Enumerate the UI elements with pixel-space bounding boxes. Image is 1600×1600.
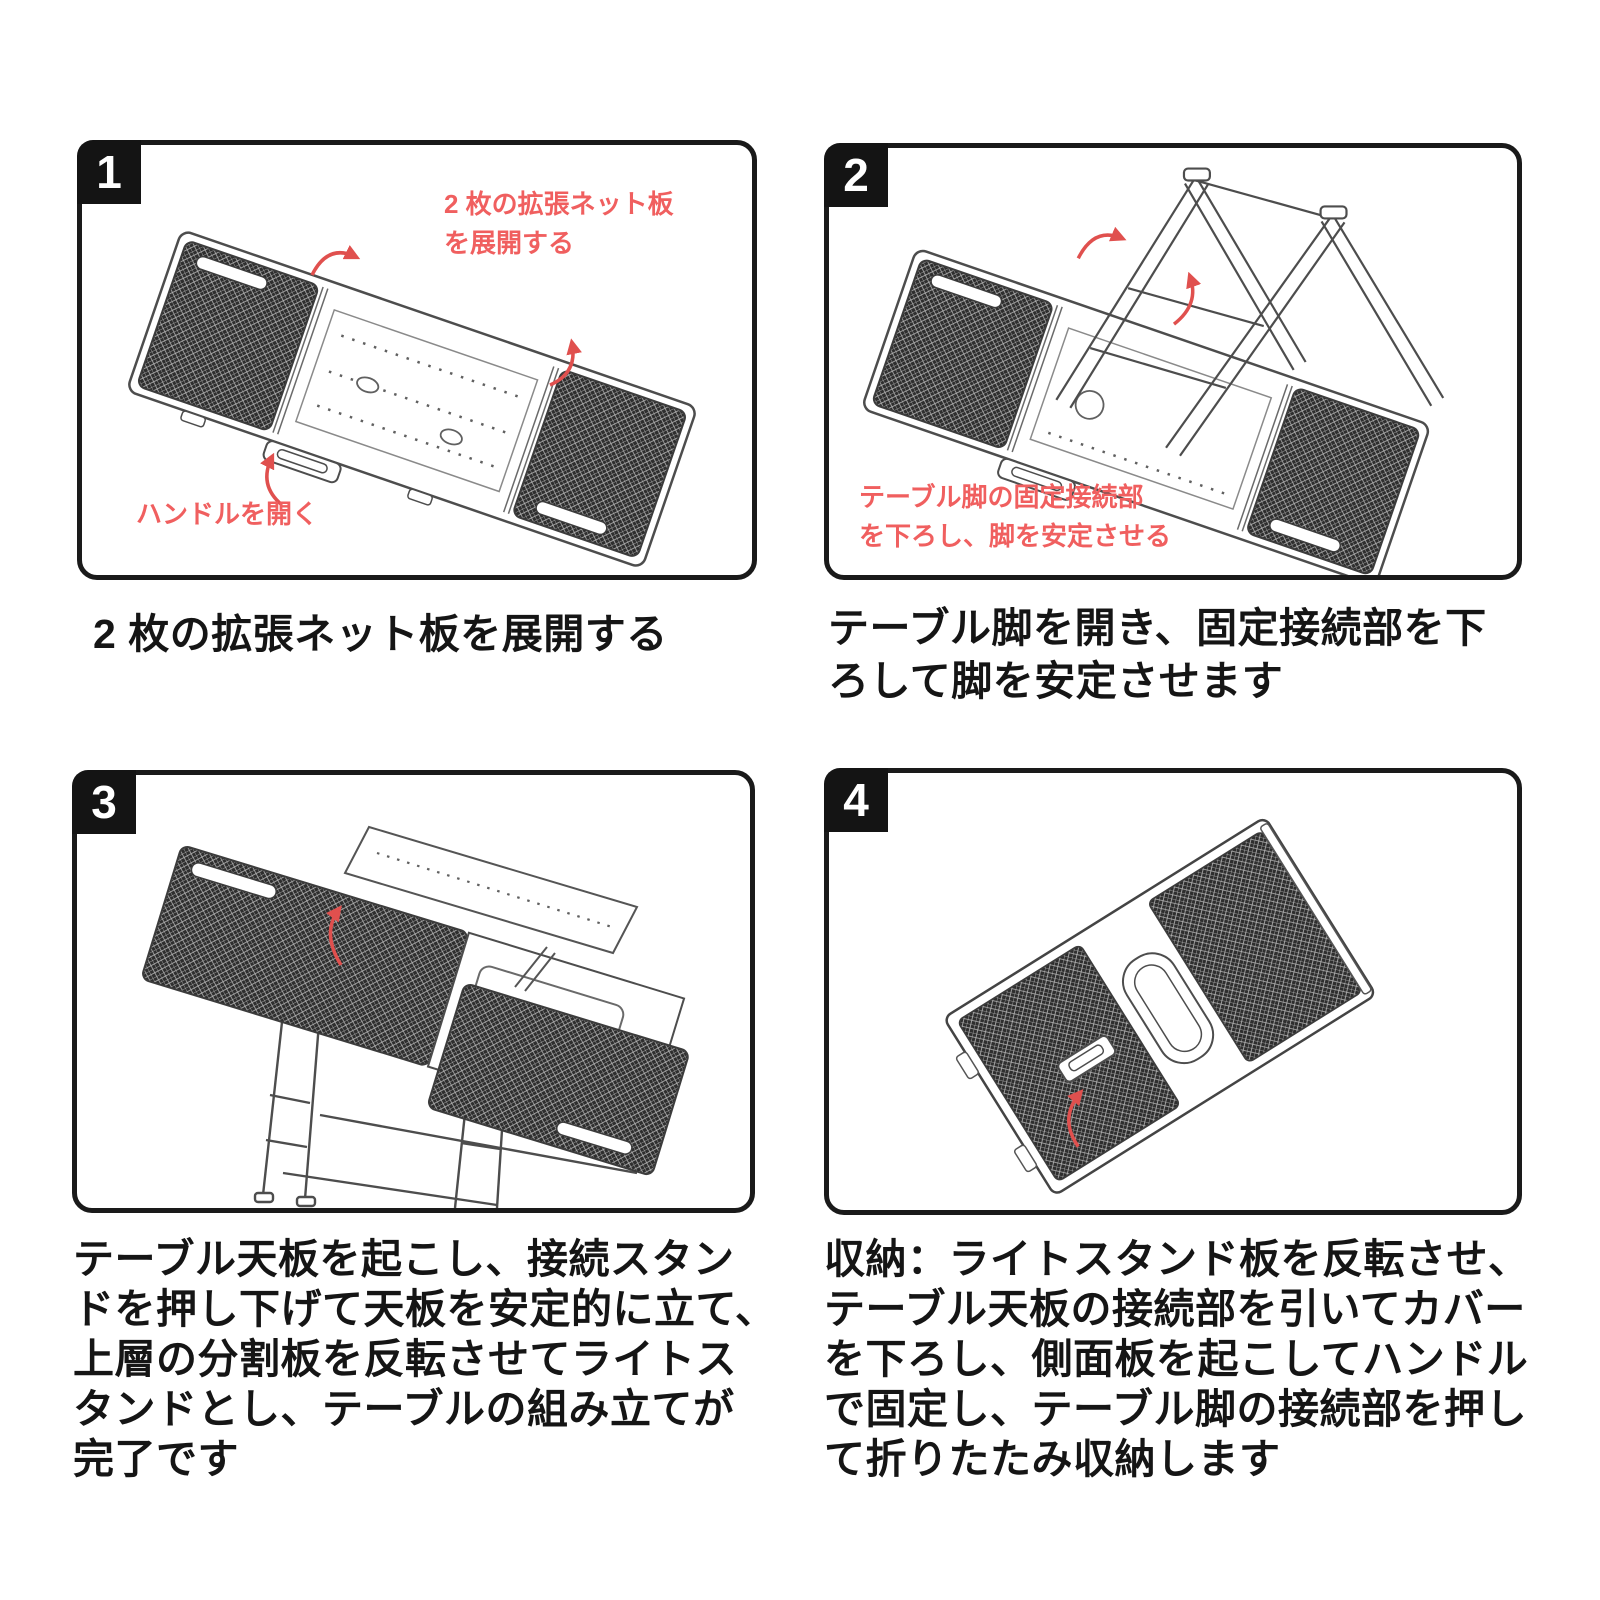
step-number-badge: 4 (824, 768, 888, 832)
assembled-table-illustration (142, 825, 689, 1208)
table-top-group (128, 231, 696, 567)
step-caption-1: 2 枚の拡張ネット板を展開する (93, 611, 668, 657)
annotation-expand-boards: 2 枚の拡張ネット板 を展開する (444, 189, 674, 258)
side-shelf-group (427, 983, 689, 1176)
step-number-badge: 3 (72, 770, 136, 834)
support-strut (514, 946, 556, 992)
step-panel-1: 1 (77, 140, 757, 580)
step-caption-2: テーブル脚を開き、固定接続部を下 ろして脚を安定させます (828, 605, 1487, 704)
step-caption-3: テーブル天板を起こし、接続スタン ドを押し下げて天板を安定的に立て、 上層の分割… (73, 1236, 777, 1482)
rotate-arrow-icon (326, 905, 343, 966)
step-panel-2: 2 (824, 143, 1522, 580)
carry-slot (535, 500, 608, 536)
rotate-arrow-icon (549, 338, 582, 387)
legs-opening-illustration (863, 167, 1445, 575)
light-stand-board (343, 825, 639, 955)
step-caption-4: 収納：ライトスタンド板を反転させ、 テーブル天板の接続部を引いてカバー を下ろし… (824, 1236, 1530, 1482)
table-base-group (863, 249, 1430, 575)
rotate-arrow-icon (1076, 226, 1127, 260)
folded-package-group (945, 818, 1375, 1194)
legs-group (253, 1012, 638, 1208)
carry-slot (195, 255, 268, 291)
rotate-arrow-icon (1067, 1089, 1084, 1148)
mesh-shelf (427, 983, 689, 1176)
step-number-badge: 2 (824, 143, 888, 207)
rotate-arrow-icon (1172, 271, 1202, 326)
folding-legs-group (1055, 167, 1445, 457)
rotate-arrow-icon (260, 452, 284, 507)
annotation-lower-connector: テーブル脚の固定接続部 を下ろし、脚を安定させる (859, 482, 1172, 551)
step-panel-4: 4 (824, 768, 1522, 1215)
rotate-arrow-icon (310, 245, 361, 276)
unfolded-table-illustration (128, 231, 696, 567)
latch-handle-group (1057, 1035, 1117, 1083)
mesh-extension-left (137, 241, 319, 431)
annotation-open-handle: ハンドルを開く (136, 499, 319, 529)
step-number-badge: 1 (77, 140, 141, 204)
edge-rail (1260, 823, 1372, 995)
folded-package-illustration (945, 818, 1375, 1194)
step-panel-3: 3 (72, 770, 755, 1213)
mesh-extension-left (872, 259, 1053, 448)
